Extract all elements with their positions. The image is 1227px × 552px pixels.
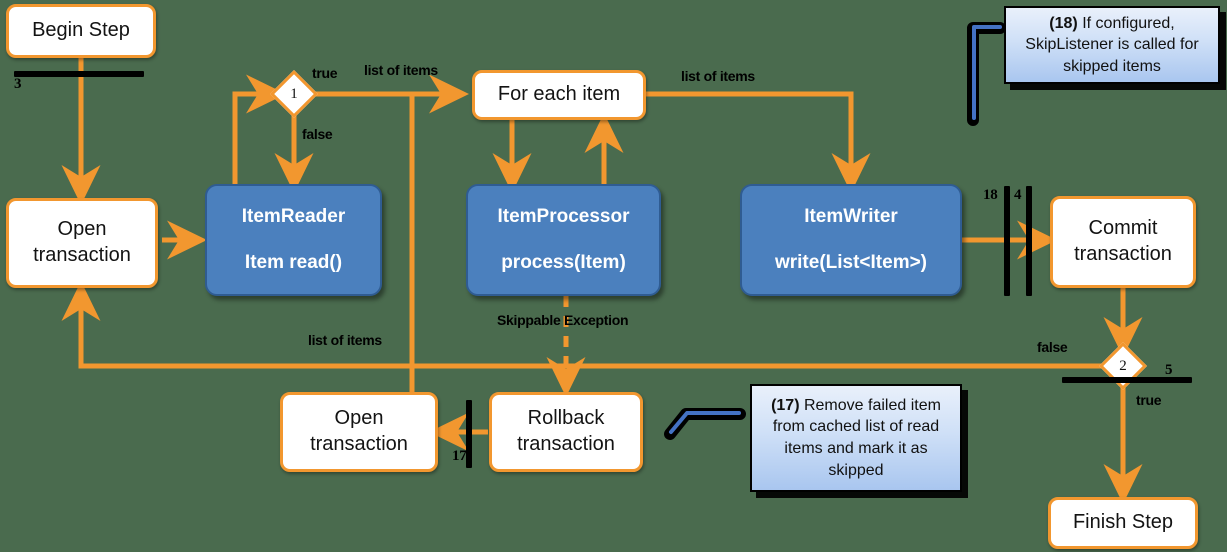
edge-label-list-of-items-reader-out: list of items <box>364 62 438 78</box>
node-open-transaction-bottom-line2: transaction <box>310 433 408 455</box>
callout-note-18-tag: (18) <box>1049 14 1078 32</box>
callout-note-17-text: Remove failed item from cached list of r… <box>772 396 941 479</box>
node-item-writer-method: write(List<Item>) <box>774 252 928 273</box>
edge-label-true-2: true <box>1136 392 1162 408</box>
step-marker-4-label: 4 <box>1014 187 1022 203</box>
node-rollback-transaction-line1: Rollback <box>527 407 605 430</box>
node-commit-transaction[interactable]: Commit transaction <box>1050 196 1196 288</box>
callout-17-leader-icon <box>664 408 746 440</box>
edge-reader-to-d1 <box>232 74 287 188</box>
node-item-writer[interactable]: ItemWriter write(List<Item>) <box>740 184 962 296</box>
step-bar-3 <box>14 71 144 77</box>
callout-note-17: (17) Remove failed item from cached list… <box>750 384 962 492</box>
edge-label-false-2: false <box>1037 339 1068 355</box>
step-bar-5 <box>1062 377 1192 383</box>
edge-label-list-of-items-feedback: list of items <box>308 332 382 348</box>
edge-d2-false-feedback <box>61 280 1105 369</box>
node-item-reader[interactable]: ItemReader Item read() <box>205 184 382 296</box>
edge-label-true-1: true <box>312 65 338 81</box>
callout-18-leader-icon <box>967 22 1006 126</box>
step-bar-18 <box>1004 186 1010 296</box>
decision-diamond-1-label: 1 <box>290 85 298 102</box>
node-commit-transaction-line1: Commit <box>1088 217 1158 240</box>
node-item-writer-title: ItemWriter <box>804 205 898 227</box>
node-rollback-transaction-line2: transaction <box>517 433 615 455</box>
node-for-each-item[interactable]: For each item <box>472 70 646 120</box>
callout-note-17-tag: (17) <box>771 396 800 414</box>
step-bar-17 <box>466 400 472 468</box>
node-finish-step[interactable]: Finish Step <box>1048 497 1198 549</box>
decision-diamond-2-label: 2 <box>1119 357 1127 374</box>
node-commit-transaction-line2: transaction <box>1074 243 1172 265</box>
edge-label-skippable-exception: Skippable Exception <box>497 312 629 328</box>
node-rollback-transaction[interactable]: Rollback transaction <box>489 392 643 472</box>
callout-note-18: (18) If configured, SkipListener is call… <box>1004 6 1220 84</box>
step-marker-18-label: 18 <box>983 187 998 203</box>
edge-label-list-of-items-writer-in: list of items <box>681 68 755 84</box>
callout-note-18-text: If configured, SkipListener is called fo… <box>1025 14 1199 75</box>
node-open-transaction-bottom-line1: Open <box>334 407 384 430</box>
node-begin-step[interactable]: Begin Step <box>6 4 156 58</box>
node-begin-step-label: Begin Step <box>32 19 130 42</box>
node-finish-step-label: Finish Step <box>1072 511 1174 534</box>
node-open-transaction-top[interactable]: Open transaction <box>6 198 158 288</box>
edge-foreach-to-writer <box>645 91 871 194</box>
node-item-reader-method: Item read() <box>244 252 343 273</box>
node-item-processor-title: ItemProcessor <box>497 205 630 227</box>
step-marker-5-label: 5 <box>1165 362 1173 378</box>
node-open-transaction-bottom[interactable]: Open transaction <box>280 392 438 472</box>
node-for-each-item-label: For each item <box>497 83 621 106</box>
node-item-processor[interactable]: ItemProcessor process(Item) <box>466 184 661 296</box>
edge-label-false-1: false <box>302 126 333 142</box>
step-bar-4 <box>1026 186 1032 296</box>
node-open-transaction-top-line2: transaction <box>33 244 131 266</box>
step-marker-17-label: 17 <box>452 448 467 464</box>
node-item-processor-method: process(Item) <box>501 252 626 273</box>
step-marker-3-label: 3 <box>14 76 22 92</box>
node-open-transaction-top-line1: Open <box>57 218 107 241</box>
node-item-reader-title: ItemReader <box>241 205 346 227</box>
